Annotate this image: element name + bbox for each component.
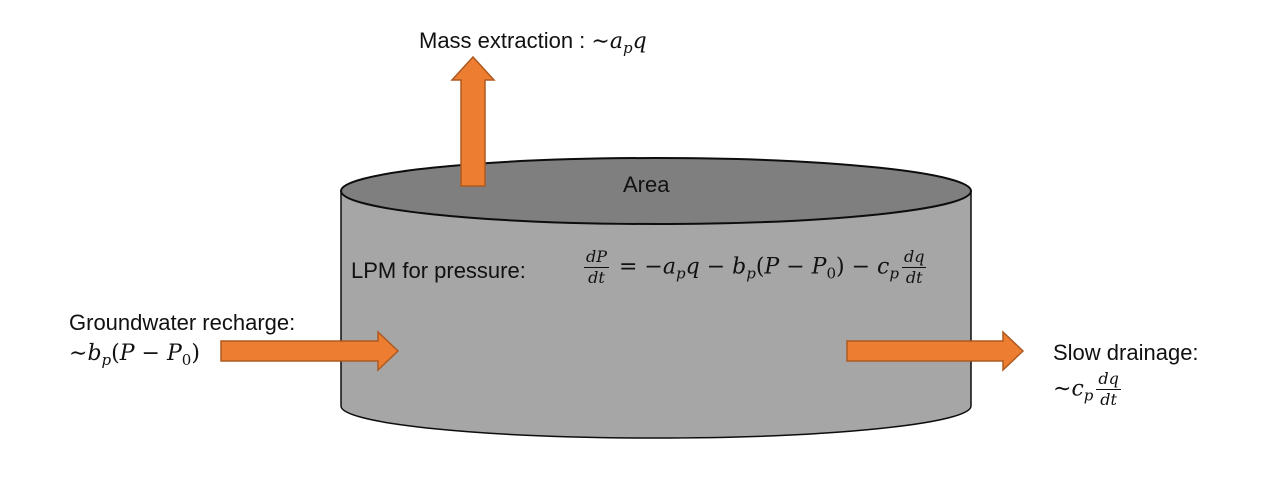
cylinder-top: [340, 157, 972, 225]
extraction-arrow-up-icon: [450, 55, 496, 187]
dr-c-subscript: p: [1083, 386, 1094, 405]
dr-dq-numerator: dq: [1096, 369, 1121, 390]
drainage-arrow-right-icon: [846, 330, 1025, 372]
eq-c-subscript: p: [889, 264, 899, 283]
eq-minus-1: −: [699, 254, 733, 280]
equals-minus: = −: [612, 254, 663, 280]
dr-dt-denominator: dt: [1100, 390, 1117, 409]
groundwater-recharge-formula: ∼bp(P − P0): [69, 341, 200, 369]
var-q: q: [632, 29, 647, 54]
eq-paren-open: (: [755, 254, 765, 280]
eq-a: a: [662, 254, 676, 280]
gw-minus: −: [134, 341, 167, 366]
gw-tilde: ∼: [69, 341, 88, 366]
coef-a: a: [609, 29, 623, 54]
eq-P0: P: [811, 254, 827, 280]
dr-c: c: [1071, 376, 1084, 402]
gw-b: b: [87, 341, 102, 366]
dP-numerator: dP: [584, 247, 610, 268]
eq-minus-3: −: [844, 254, 878, 280]
eq-paren-close: ): [836, 254, 845, 280]
lpm-label: LPM for pressure:: [351, 258, 526, 283]
gw-paren-open: (: [111, 341, 120, 366]
eq-a-subscript: p: [676, 264, 686, 283]
dt-denominator: dt: [588, 268, 605, 287]
recharge-arrow-right-icon: [220, 330, 400, 372]
dr-tilde: ∼: [1053, 376, 1072, 402]
mass-extraction-label: Mass extraction : ∼apq: [419, 28, 647, 57]
eq-P0-subscript: 0: [826, 264, 837, 283]
mass-extraction-text: Mass extraction :: [419, 28, 592, 53]
dq-dt-denominator: dt: [905, 268, 923, 287]
eq-P: P: [764, 254, 780, 280]
groundwater-recharge-label: Groundwater recharge:: [69, 310, 296, 335]
dq-numerator: dq: [901, 247, 927, 268]
gw-P0: P: [166, 341, 182, 366]
area-label: Area: [623, 172, 670, 197]
slow-drainage-label: Slow drainage:: [1053, 340, 1199, 365]
gw-P0-subscript: 0: [181, 351, 192, 369]
eq-q: q: [685, 254, 700, 280]
coef-a-subscript: p: [622, 39, 633, 57]
eq-minus-2: −: [779, 254, 812, 280]
cylinder-body: [340, 190, 972, 439]
eq-b: b: [732, 254, 747, 280]
eq-c: c: [877, 254, 890, 280]
tilde-symbol: ∼: [591, 29, 610, 54]
gw-paren-close: ): [191, 341, 200, 366]
gw-b-subscript: p: [101, 351, 112, 369]
eq-b-subscript: p: [746, 264, 756, 283]
gw-P: P: [119, 341, 135, 366]
